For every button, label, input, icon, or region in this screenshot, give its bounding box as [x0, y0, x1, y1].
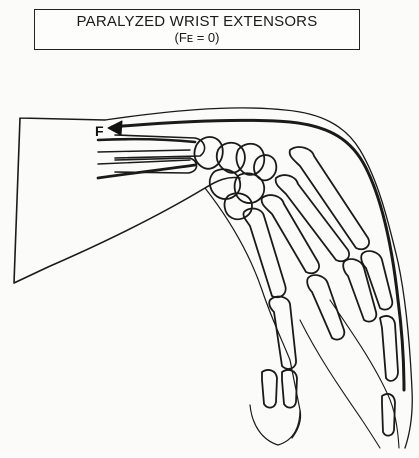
- metacarpal-bones: [243, 147, 369, 297]
- tendon-lower-line: [98, 139, 195, 142]
- forearm-outline: [14, 118, 240, 283]
- force-arrow: [108, 121, 122, 135]
- tendon-lower-line-2: [98, 165, 195, 178]
- force-label: F: [95, 123, 104, 139]
- finger-tip-outline: [250, 405, 300, 445]
- palm-outline: [205, 188, 301, 438]
